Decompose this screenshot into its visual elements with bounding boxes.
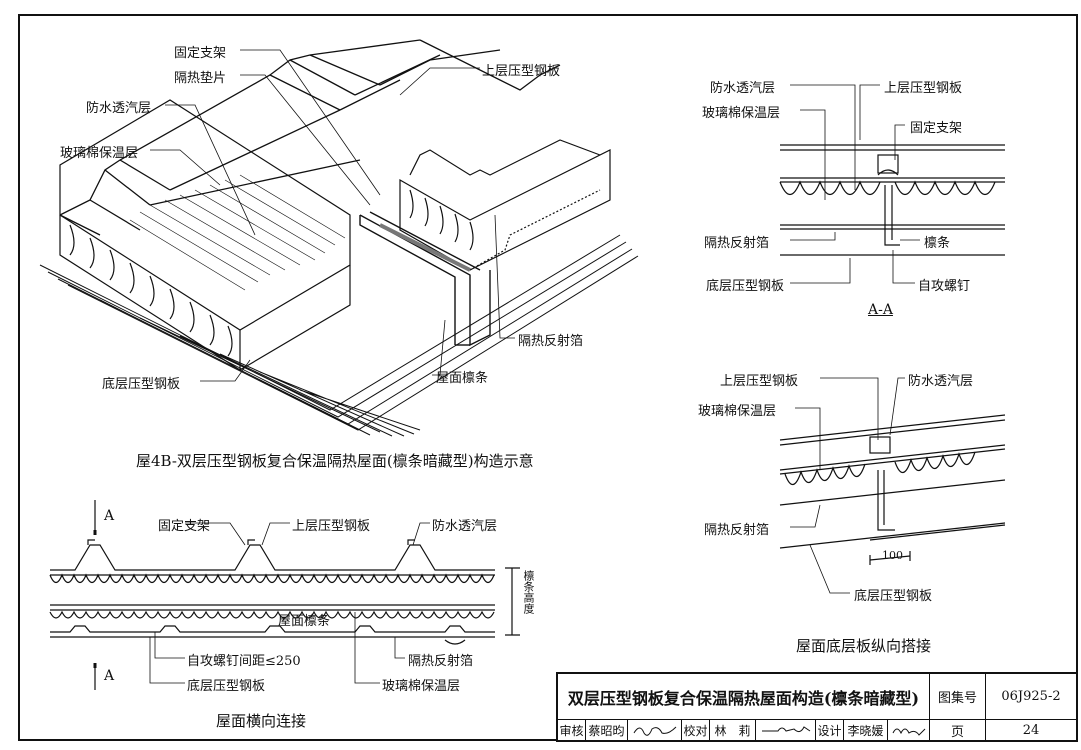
iso-label-insulation: 玻璃棉保温层 (60, 146, 139, 161)
aa-label-foil: 隔热反射箔 (704, 236, 770, 251)
trans-label-lower-sheet: 底层压型钢板 (187, 679, 266, 694)
title-block-title: 双层压型钢板复合保温隔热屋面构造(檩条暗藏型) (558, 674, 930, 720)
title-block-reviewer: 蔡昭昀 (586, 720, 628, 740)
signature-checker (761, 726, 810, 733)
aa-label-screw: 自攻螺钉 (918, 279, 971, 294)
trans-label-insulation: 玻璃棉保温层 (382, 679, 461, 694)
lap-label-upper-sheet: 上层压型钢板 (720, 374, 799, 389)
iso-label-lower-sheet: 底层压型钢板 (102, 377, 181, 392)
title-block-atlas-label: 图集号 (930, 674, 986, 720)
insulation-block-right (399, 139, 611, 271)
isometric-view (39, 39, 639, 437)
trans-label-purlin: 屋面檩条 (278, 614, 331, 629)
title-block-check-label: 校对 (682, 720, 710, 740)
lap-leaders (790, 377, 905, 594)
sheet-border (18, 14, 1078, 741)
insulation-block-left (59, 99, 351, 372)
iso-label-membrane: 防水透汽层 (86, 101, 152, 116)
trans-label-screw-spacing: 自攻螺钉间距≤250 (187, 654, 301, 669)
aa-label-bracket: 固定支架 (910, 121, 963, 136)
trans-purlin-height-dim: 檩条高度 (522, 570, 535, 614)
iso-label-purlin: 屋面檩条 (436, 371, 489, 386)
lap-label-foil: 隔热反射箔 (704, 523, 770, 538)
title-block-designer: 李晓媛 (844, 720, 888, 740)
lap-label-insulation: 玻璃棉保温层 (698, 404, 777, 419)
trans-caption: 屋面横向连接 (216, 712, 307, 730)
title-block: 双层压型钢板复合保温隔热屋面构造(檩条暗藏型) 图集号 06J925-2 审核 … (556, 672, 1078, 742)
lap-label-lower-sheet: 底层压型钢板 (854, 589, 933, 604)
trans-label-membrane: 防水透汽层 (432, 519, 498, 534)
aa-section-mark: A-A (868, 302, 893, 318)
trans-section-mark-bottom: A (104, 668, 115, 684)
trans-label-foil: 隔热反射箔 (408, 654, 474, 669)
iso-label-upper-sheet: 上层压型钢板 (482, 64, 561, 79)
title-block-page-no: 24 (1022, 722, 1040, 738)
signature-designer (892, 728, 925, 736)
signature-reviewer (633, 726, 676, 736)
trans-label-bracket: 固定支架 (158, 519, 211, 534)
title-block-designer-signature (888, 720, 930, 740)
title-block-review-label: 审核 (558, 720, 586, 740)
aa-label-insulation: 玻璃棉保温层 (702, 106, 781, 121)
title-block-page-label: 页 (930, 720, 986, 740)
lap-caption: 屋面底层板纵向搭接 (796, 637, 932, 655)
aa-label-lower-sheet: 底层压型钢板 (706, 279, 785, 294)
iso-label-foil: 隔热反射箔 (518, 334, 584, 349)
lap-length-dim: 100 (882, 549, 903, 562)
aa-label-membrane: 防水透汽层 (710, 81, 776, 96)
aa-leaders (790, 84, 920, 284)
iso-caption: 屋4B-双层压型钢板复合保温隔热屋面(檩条暗藏型)构造示意 (136, 452, 534, 470)
lap-view (779, 377, 1006, 594)
aa-label-purlin: 檩条 (924, 236, 951, 251)
trans-label-upper-sheet: 上层压型钢板 (292, 519, 371, 534)
transverse-view (49, 500, 520, 690)
aa-label-upper-sheet: 上层压型钢板 (884, 81, 963, 96)
title-block-reviewer-signature (628, 720, 682, 740)
iso-leaders (150, 49, 515, 382)
purlin-channel (359, 211, 491, 347)
title-block-checker-signature (756, 720, 816, 740)
title-block-atlas-no: 06J925-2 (986, 674, 1076, 720)
iso-label-spacer: 隔热垫片 (174, 71, 227, 86)
trans-section-mark-top: A (104, 508, 115, 524)
title-block-design-label: 设计 (816, 720, 844, 740)
upper-corrugated-sheet (59, 39, 561, 236)
iso-label-bracket: 固定支架 (174, 46, 227, 61)
membrane-hatch (129, 174, 346, 291)
title-block-checker: 林 莉 (710, 720, 756, 740)
section-aa-view (779, 84, 1005, 284)
trans-leaders (149, 522, 430, 684)
lap-label-membrane: 防水透汽层 (908, 374, 974, 389)
